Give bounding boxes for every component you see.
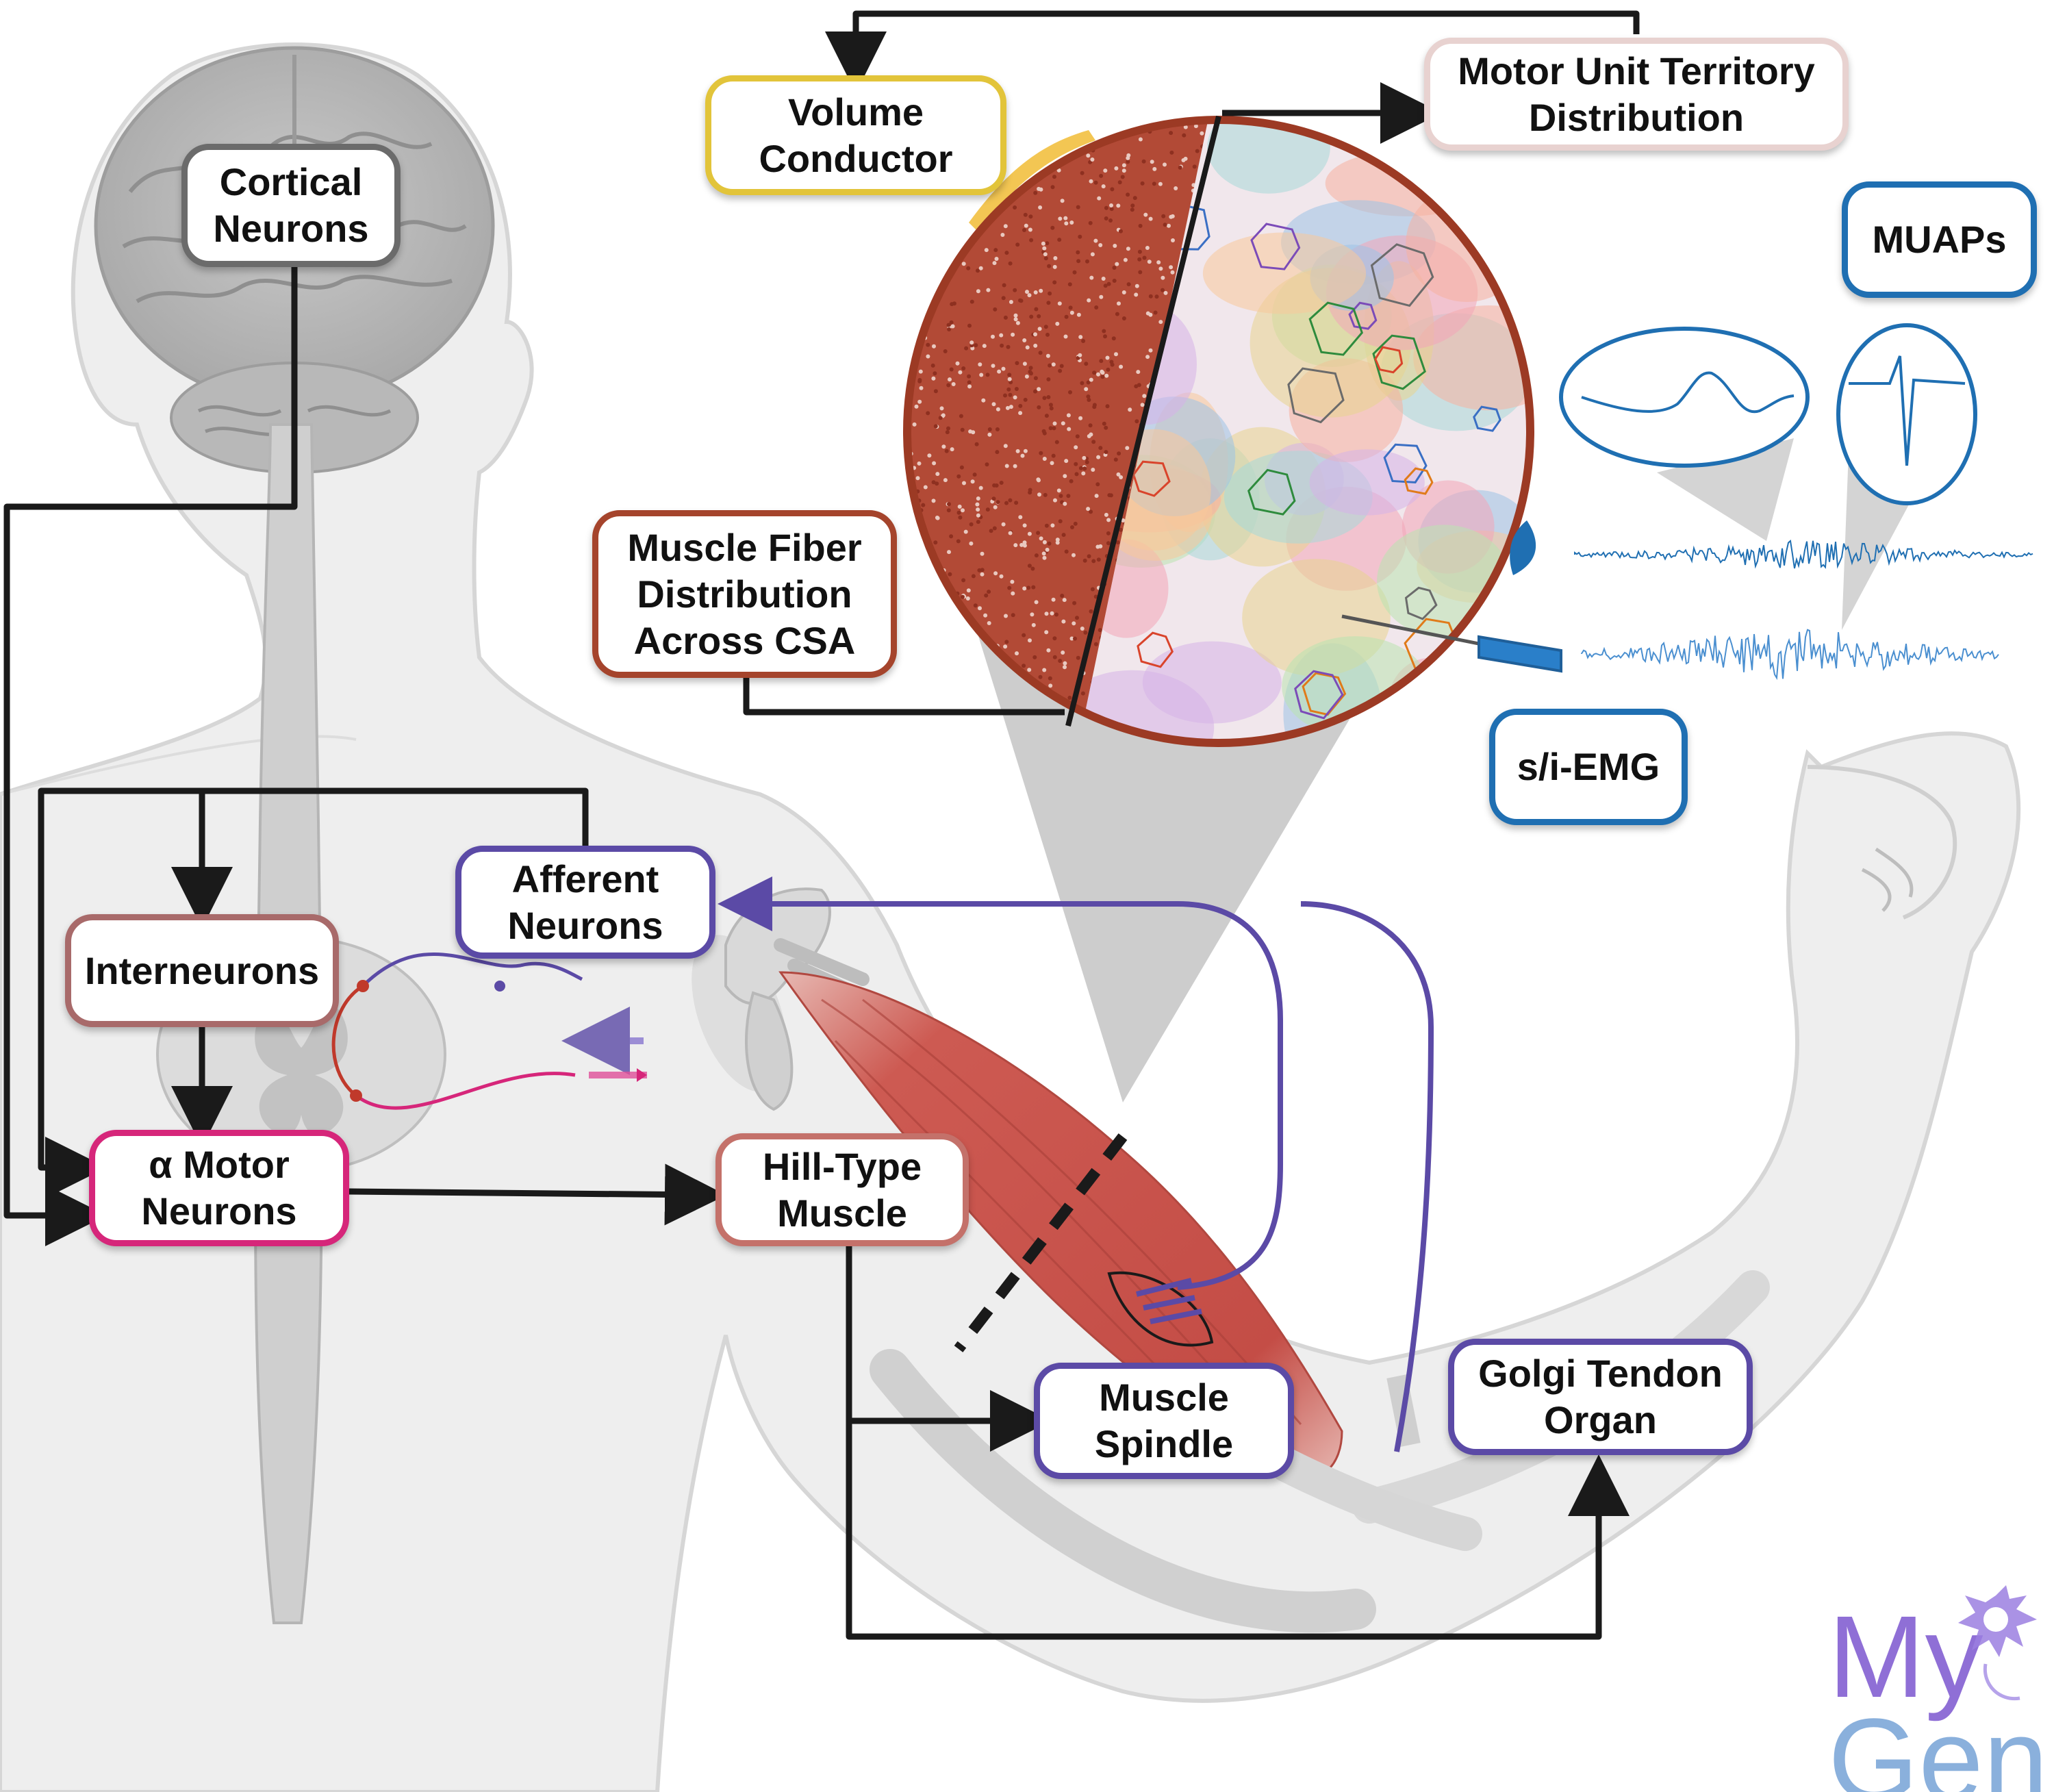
cortical-neurons-label: Cortical Neurons [181, 144, 401, 267]
muscle-spindle-label: Muscle Spindle [1034, 1363, 1294, 1479]
cross-section-line [954, 1133, 1128, 1352]
golgi-tendon-organ-label: Golgi Tendon Organ [1448, 1339, 1753, 1455]
interneurons-label: Interneurons [65, 914, 339, 1027]
logo-neuron-icon [1958, 1585, 2037, 1701]
afferent-pathways [718, 876, 1434, 1452]
zoom-cone [972, 616, 1410, 1102]
afferent-neurons-label: Afferent Neurons [455, 846, 715, 959]
mygen-logo: My Gen [1828, 1592, 2049, 1792]
muscle-cross-section [903, 116, 1562, 747]
volume-conductor-label: Volume Conductor [705, 75, 1006, 195]
logo-line-2: Gen [1828, 1695, 2049, 1792]
s-i-emg-label: s/i-EMG [1489, 709, 1688, 825]
motor-unit-territory-label: Motor Unit Territory Distribution [1424, 38, 1849, 151]
muaps-label: MUAPs [1842, 181, 2037, 298]
alpha-motor-neurons-label: α Motor Neurons [89, 1130, 349, 1246]
muscle-fiber-distribution-label: Muscle Fiber Distribution Across CSA [592, 510, 897, 678]
emg-traces [1574, 540, 2033, 681]
hill-type-muscle-label: Hill-Type Muscle [715, 1133, 969, 1246]
logo-line-1: My [1828, 1592, 1983, 1722]
connector-lines [3, 10, 1640, 1640]
muap-waveforms [1559, 323, 1977, 505]
spindle-shape [1107, 1271, 1214, 1347]
